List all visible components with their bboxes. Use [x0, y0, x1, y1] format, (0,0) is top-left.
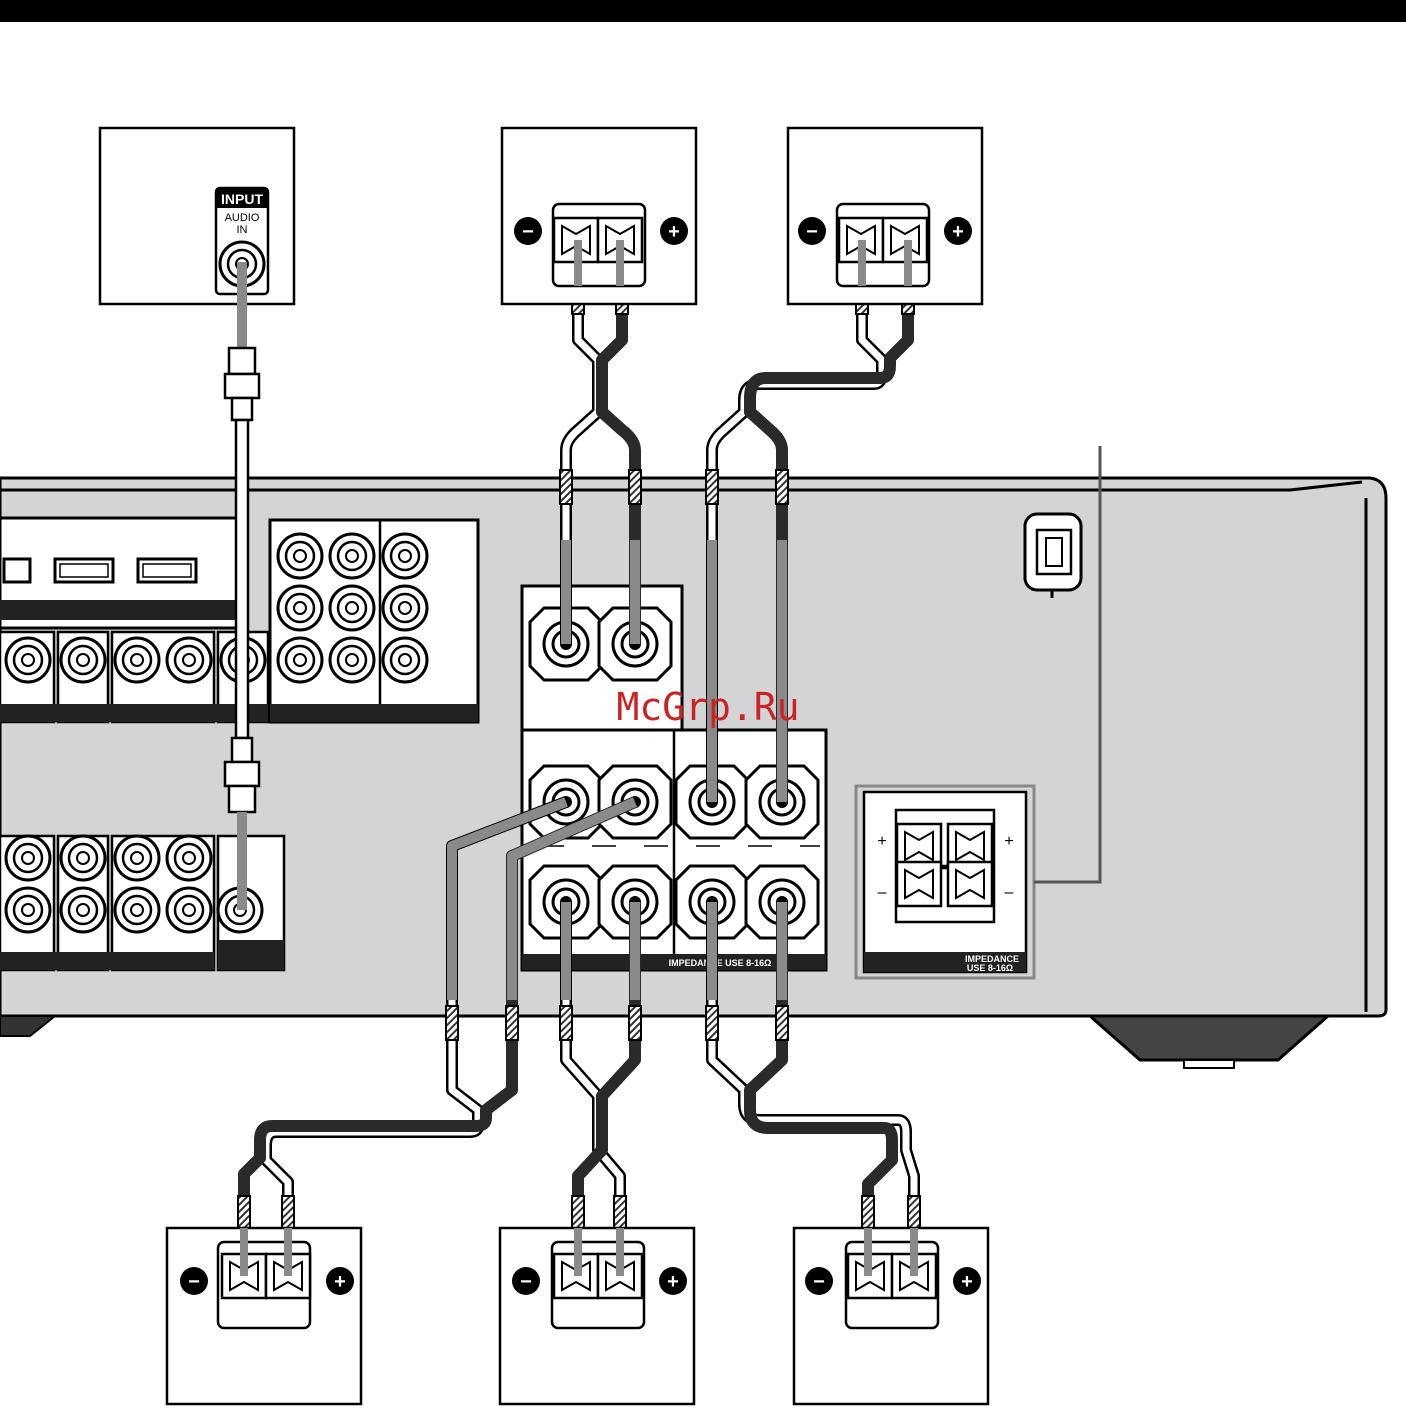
speaker-terminal-inset: IMPEDANCE USE 8-16Ω + + – – [856, 786, 1034, 978]
speaker-front-right: − + [788, 128, 982, 304]
hdmi-port-2 [55, 559, 113, 582]
minus-symbol: − [806, 221, 818, 243]
audio-label: AUDIO [225, 212, 260, 224]
plus-symbol: + [961, 1271, 973, 1293]
receiver-rear-panel: IMPEDANCE USE 8-16Ω IMPEDANCE USE 8-1 [0, 446, 1386, 1068]
watermark: McGrp.Ru [616, 685, 799, 729]
plus-symbol: + [952, 221, 964, 243]
minus-symbol: − [813, 1271, 825, 1293]
speaker-surround-right: − + [794, 1228, 988, 1404]
hdmi-port-1 [4, 559, 30, 582]
speaker-surround-left: − + [167, 1228, 361, 1404]
header-bar [0, 0, 1406, 22]
speaker-front-left: − + [502, 128, 696, 304]
minus-symbol: − [188, 1271, 200, 1293]
inset-plus-left: + [877, 833, 886, 850]
plus-symbol: + [667, 1271, 679, 1293]
inset-impedance-line2: USE 8-16Ω [967, 963, 1013, 973]
speaker-impedance-label: IMPEDANCE USE 8-16Ω [669, 958, 772, 968]
input-label: INPUT [221, 191, 263, 207]
plus-symbol: + [668, 221, 680, 243]
ac-inlet [1025, 514, 1081, 598]
speaker-center: − + [500, 1228, 694, 1404]
inset-minus-right: – [1005, 884, 1014, 901]
hdmi-port-3 [138, 559, 196, 582]
in-label: IN [237, 224, 248, 236]
inset-minus-left: – [878, 884, 887, 901]
minus-symbol: − [520, 1271, 532, 1293]
subwoofer-box: INPUT AUDIO IN [100, 128, 294, 304]
minus-symbol: − [522, 221, 534, 243]
inset-plus-right: + [1004, 833, 1013, 850]
plus-symbol: + [334, 1271, 346, 1293]
